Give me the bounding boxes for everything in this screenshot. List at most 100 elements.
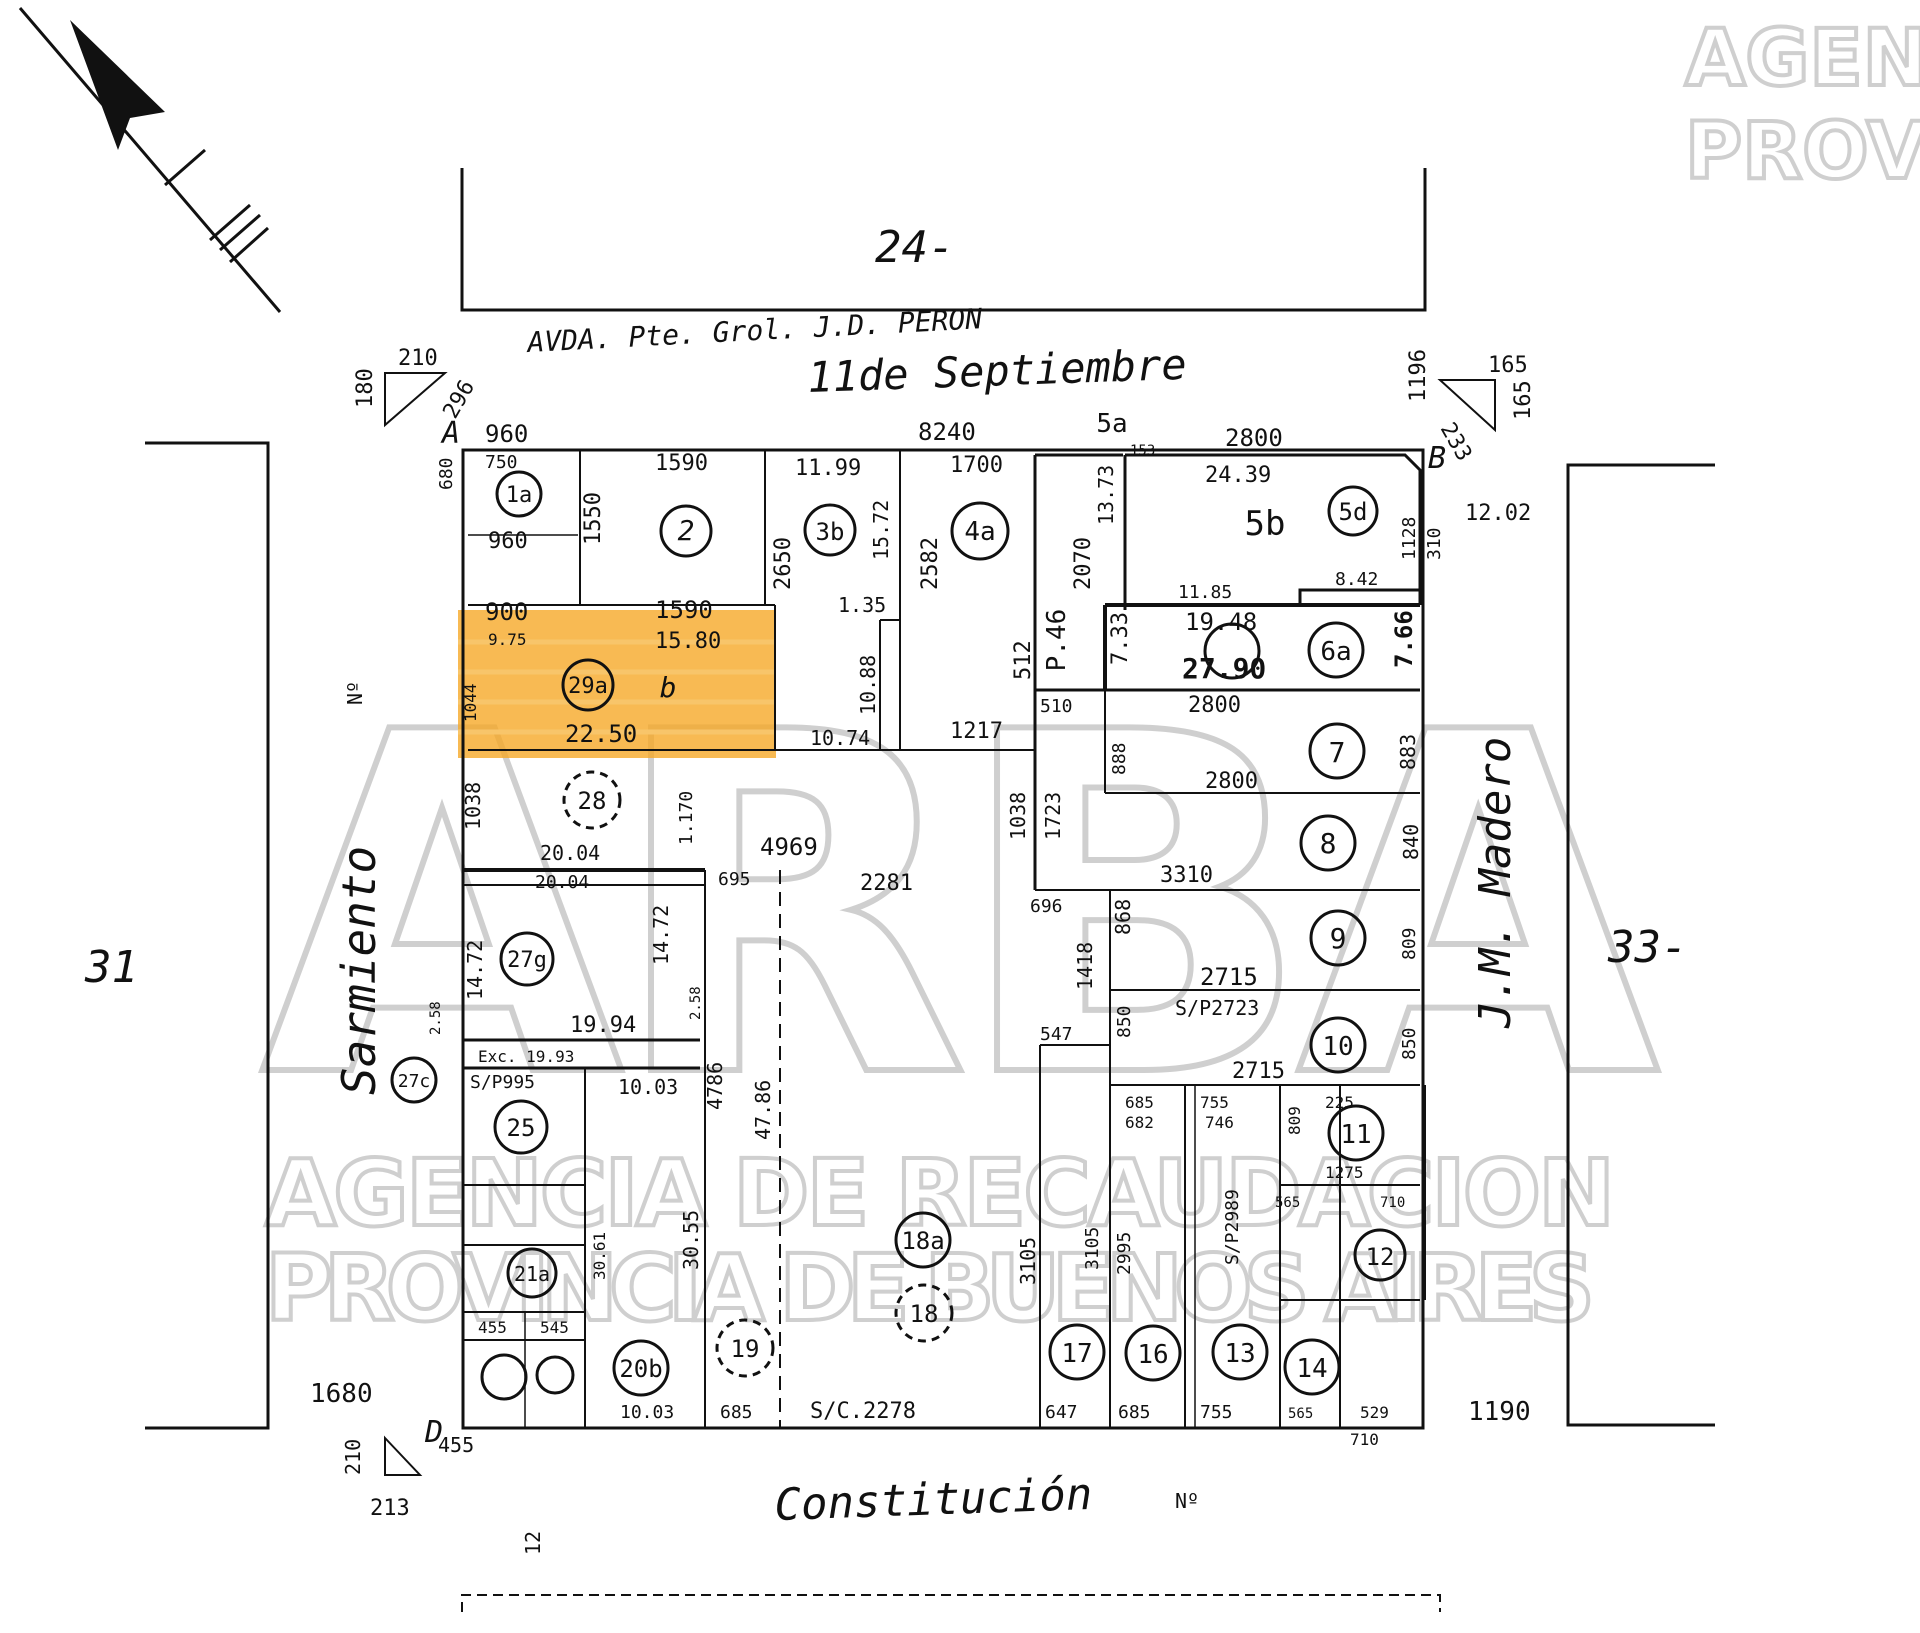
dim-685-bottom: 685 [720,1402,753,1423]
dim-565-bottom: 565 [1288,1406,1313,1422]
dim-1472-left: 14.72 [463,940,487,1000]
dim-960-inner: 960 [488,529,528,554]
corner-labels: A B D [424,416,1446,1450]
parcel-29a: 29a [568,674,608,699]
dim-1472-right: 14.72 [649,905,673,965]
dim-1128: 1128 [1399,517,1420,560]
dim-529: 529 [1360,1403,1389,1422]
dim-2800-top: 2800 [1225,424,1283,452]
dim-809-upper: 809 [1399,927,1420,960]
dim-1038-mid: 1038 [1006,792,1030,840]
parcel-17: 17 [1061,1339,1092,1369]
parcel-1a: 1a [506,483,533,508]
dim-258-left: 2.58 [428,1001,444,1035]
dim-750: 750 [485,452,518,473]
street-madero: J.M. Madero [1470,737,1521,1029]
highlighted-parcel-29a[interactable] [458,610,776,758]
dim-135: 1.35 [838,593,886,617]
block-outline [384,372,1496,1476]
block-31-label: 31 [84,942,138,993]
dim-1199: 11.99 [795,456,861,481]
dim-310: 310 [1424,527,1445,560]
dim-695: 695 [718,869,751,890]
dim-2715-top: 2715 [1200,963,1258,991]
dim-2650: 2650 [771,537,796,590]
parcel-6a: 6a [1320,637,1351,667]
dim-1003-bottom: 10.03 [620,1402,674,1423]
dim-1700: 1700 [950,453,1003,478]
dim-258-right: 2.58 [688,986,704,1020]
dim-1088: 10.88 [856,655,880,715]
dim-883: 883 [1396,734,1420,770]
dim-746: 746 [1205,1113,1234,1132]
dim-225: 225 [1325,1093,1354,1112]
dim-510: 510 [1040,696,1073,717]
dim-682: 682 [1125,1113,1154,1132]
block-labels: 24- 31 33- [84,222,1687,993]
dim-900: 900 [485,598,528,626]
dim-3105-right: 3105 [1082,1227,1103,1270]
dim-1202: 12.02 [1465,501,1531,526]
dim-1590-inner: 1590 [655,596,713,624]
dim-710-bottom: 710 [1350,1430,1379,1449]
dim-960: 960 [485,420,528,448]
dim-755-top: 755 [1200,1093,1229,1112]
dim-842: 8.42 [1335,569,1378,590]
dim-sc2278: S/C.2278 [810,1399,916,1424]
street-constitucion: Constitución [774,1469,1093,1531]
parcel-5d: 5d [1339,498,1368,526]
parcel-labels: 1a 2 3b 4a 5b 5d 5a 6a 7 8 9 10 11 12 13… [398,409,1395,1384]
dim-210-bottom: 210 [341,1439,365,1475]
dim-1185: 11.85 [1178,582,1232,603]
dim-3105-left: 3105 [1016,1237,1040,1285]
corner-d-label: D [424,1415,443,1450]
dim-685-top: 685 [1125,1093,1154,1112]
dim-2004-top: 20.04 [540,841,600,865]
dim-sp995: S/P995 [470,1072,535,1093]
parcel-20b: 20b [619,1355,662,1383]
parcel-16: 16 [1137,1340,1168,1370]
dim-888: 888 [1109,742,1130,775]
dim-840: 840 [1399,824,1423,860]
parcel-19: 19 [731,1335,760,1363]
dim-3061: 30.61 [590,1232,609,1280]
watermark-corner-line1: AGENC [1685,14,1920,104]
dim-1074: 10.74 [810,726,870,750]
dim-4786-b: 47.86 [751,1080,775,1140]
block-24-label: 24- [875,222,954,273]
street-sarmiento: Sarmiento [332,846,386,1095]
dim-2582: 2582 [918,537,943,590]
dim-3310: 3310 [1160,863,1213,888]
north-arrow-icon [18,7,282,313]
parcel-27g: 27g [507,948,547,973]
dim-809-lower: 809 [1285,1106,1304,1135]
dim-4969: 4969 [760,833,818,861]
corner-a-label: A [440,416,460,451]
dim-213: 213 [370,1496,410,1521]
parcel-3b: 3b [816,518,845,546]
dim-2715-bottom: 2715 [1232,1059,1285,1084]
dim-2070: 2070 [1071,537,1096,590]
parcel-12: 12 [1366,1243,1395,1271]
dim-sp2989: S/P2989 [1222,1189,1243,1265]
dim-547: 547 [1040,1024,1073,1045]
parcel-28: 28 [578,787,607,815]
dim-680: 680 [436,457,457,490]
dim-12: 12 [521,1531,545,1555]
dim-165-side: 165 [1511,380,1536,420]
dim-210-top: 210 [398,346,438,371]
dim-1196: 1196 [1406,349,1431,402]
dim-975: 9.75 [488,630,527,649]
dim-2250: 22.50 [565,720,637,748]
dim-850-left: 850 [1114,1005,1135,1038]
dim-1044: 1044 [461,683,480,722]
dim-165-top: 165 [1488,353,1528,378]
dim-1003-top: 10.03 [618,1075,678,1099]
dim-766: 7.66 [1390,610,1418,668]
street-constitucion-no: Nº [1175,1489,1199,1513]
parcel-p46: P.46 [1042,609,1072,672]
dim-512: 512 [1011,640,1036,680]
parcel-8: 8 [1320,827,1337,860]
dimension-labels: 210 180 296 680 960 750 1590 11.99 8240 … [310,346,1536,1555]
dim-1580: 15.80 [655,629,721,654]
